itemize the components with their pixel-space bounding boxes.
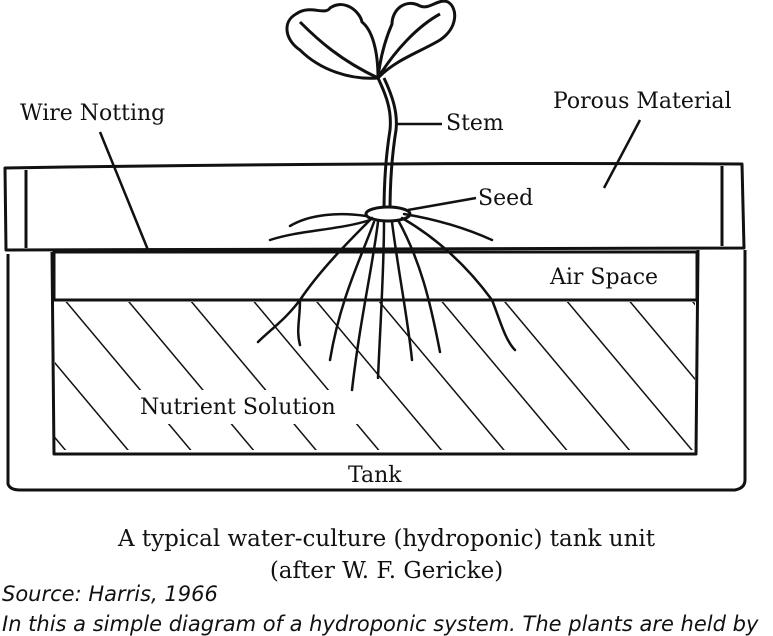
leader-lines (98, 119, 642, 251)
description-text: In this a simple diagram of a hydroponic… (2, 612, 759, 636)
hydroponic-tank-diagram: Wire Notting Stem Porous Material Seed A… (3, 0, 747, 492)
label-stem: Stem (446, 111, 504, 136)
plant-stem (376, 77, 398, 213)
nutrient-solution-region (55, 302, 695, 450)
porous-material-layer (3, 162, 746, 252)
air-space-region (52, 250, 699, 302)
plant-leaves (285, 0, 457, 80)
source-citation: Source: Harris, 1966 (2, 582, 218, 606)
label-wire-notting: Wire Notting (20, 101, 165, 126)
label-tank: Tank (348, 463, 402, 488)
label-porous-material: Porous Material (553, 89, 732, 114)
label-air-space: Air Space (549, 265, 658, 290)
caption-line-1: A typical water-culture (hydroponic) tan… (117, 526, 656, 552)
caption-line-2: (after W. F. Gericke) (269, 558, 504, 584)
plant-roots (256, 212, 517, 392)
label-nutrient-solution: Nutrient Solution (140, 395, 336, 420)
tank-walls (6, 249, 747, 492)
label-seed: Seed (478, 186, 533, 211)
